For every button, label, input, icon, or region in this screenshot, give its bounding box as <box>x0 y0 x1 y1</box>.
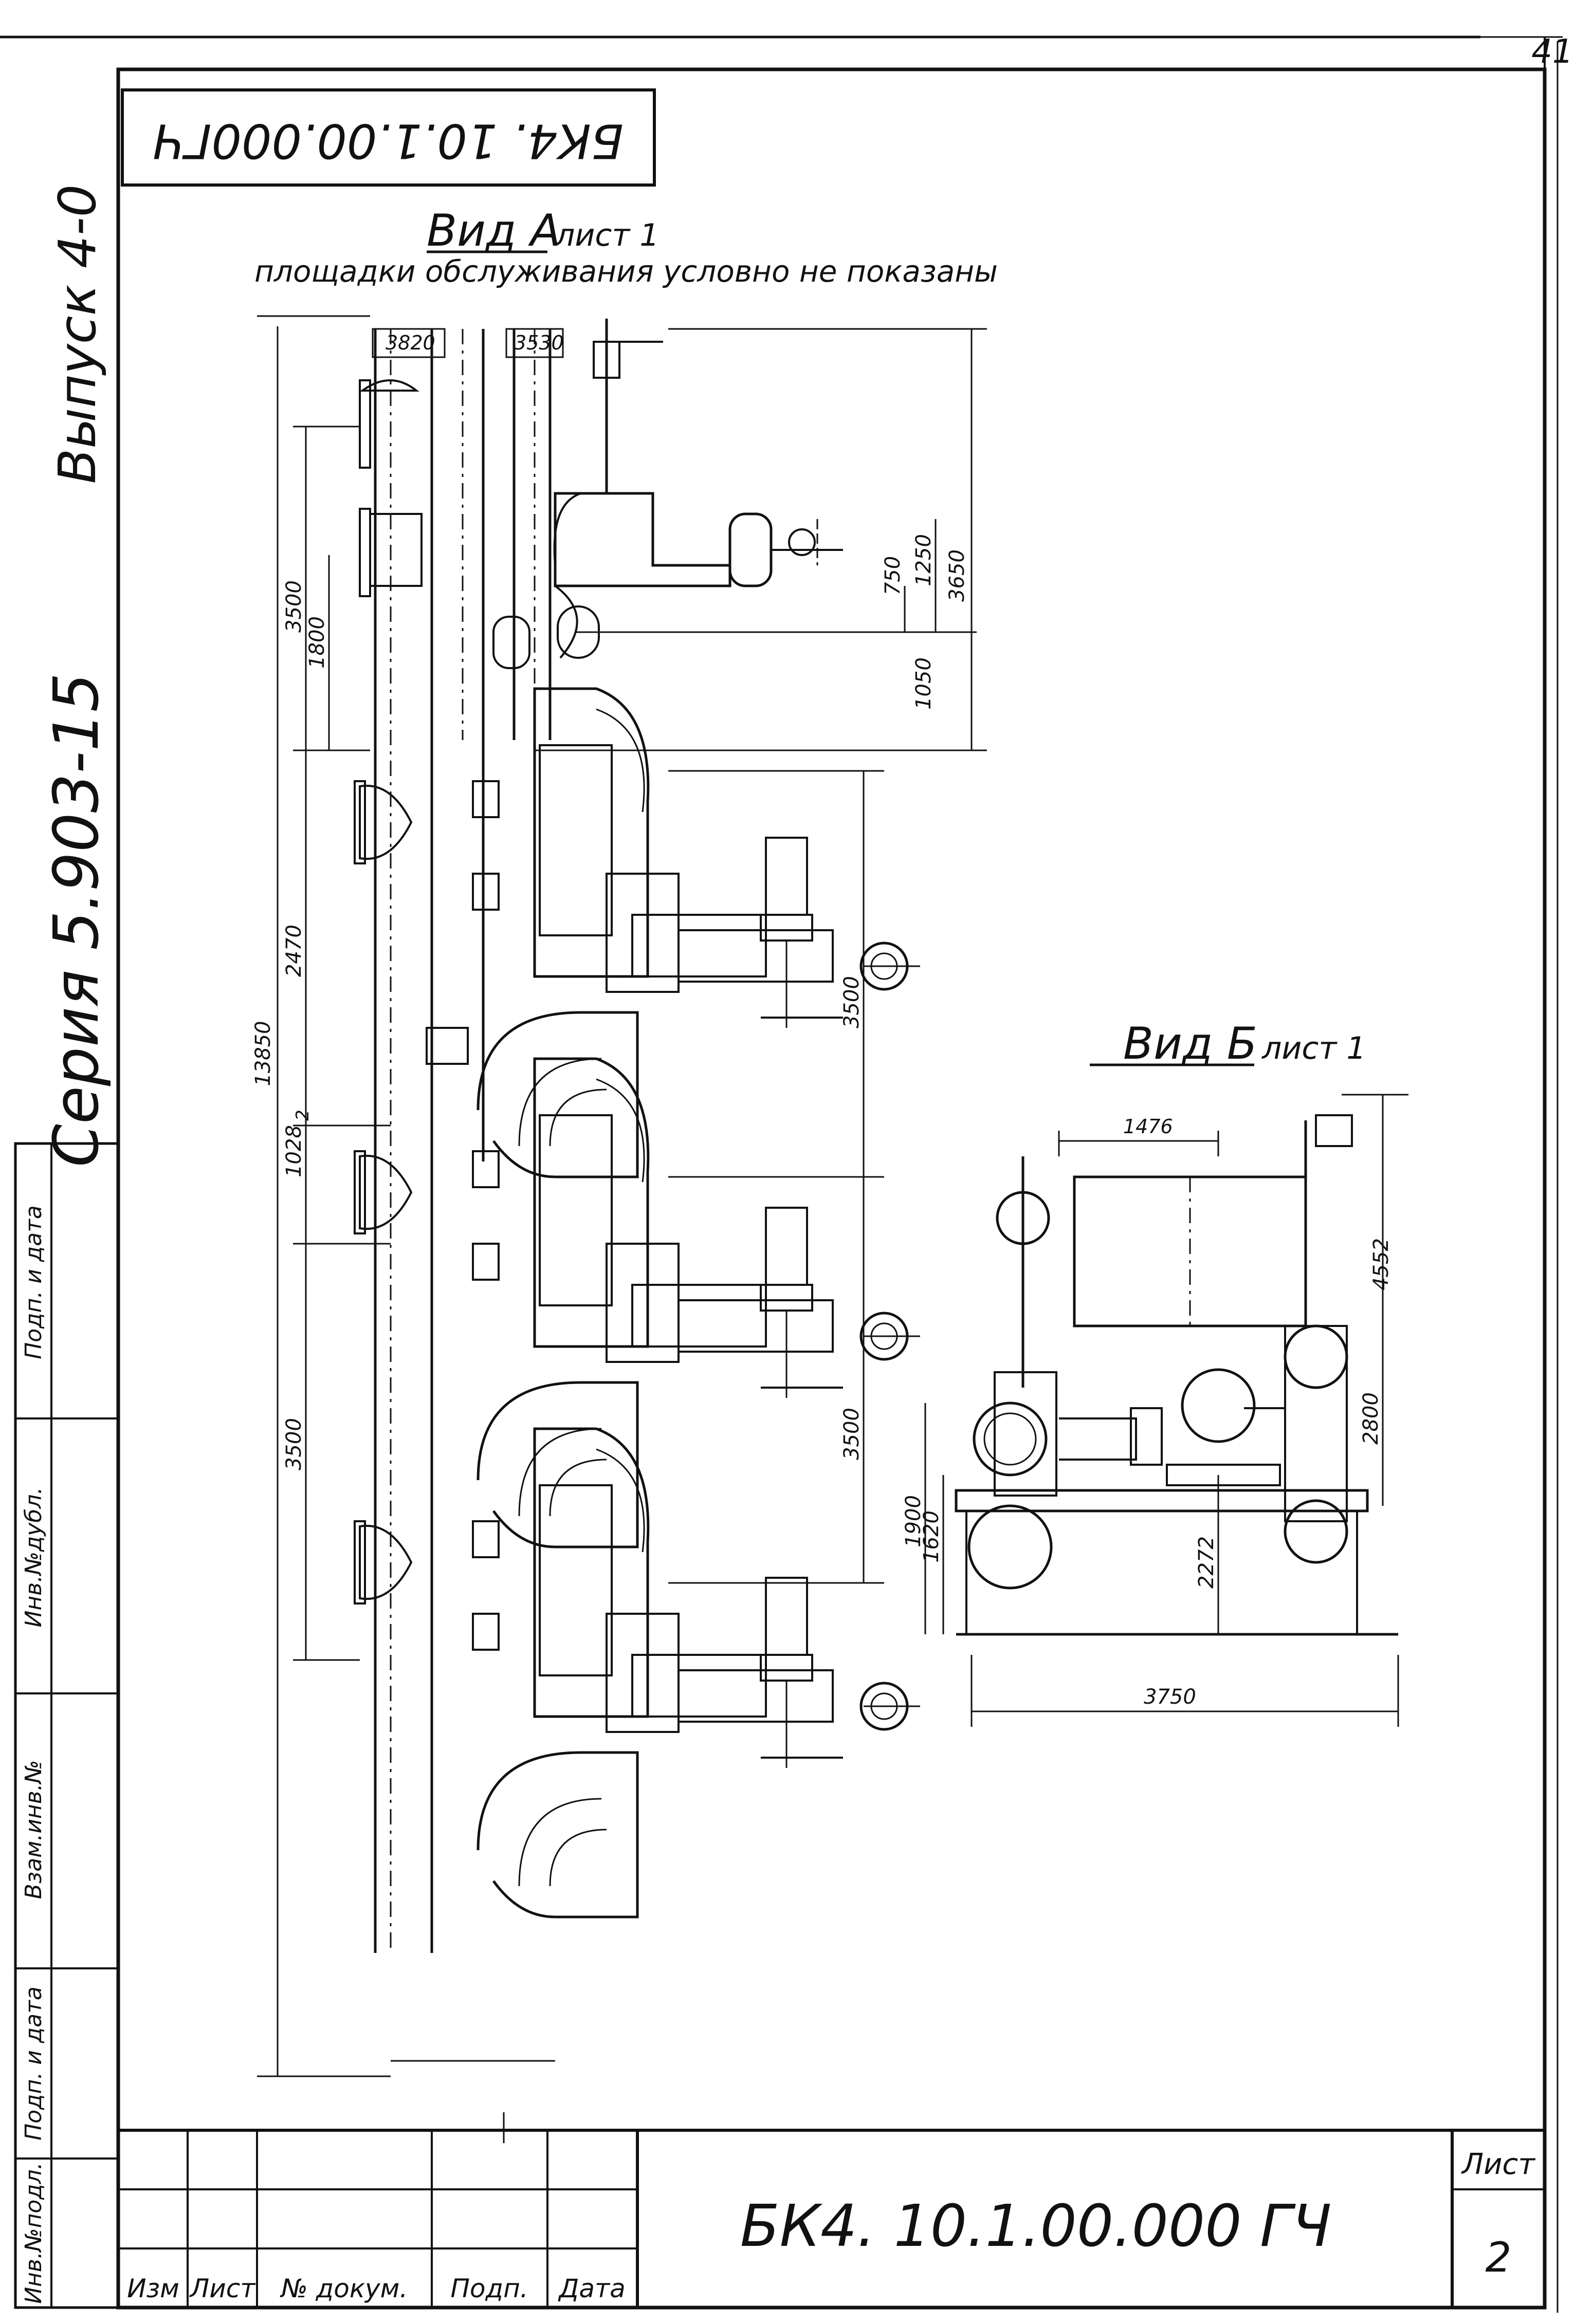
dim-1800: 1800 <box>305 616 329 669</box>
dim-750: 750 <box>881 556 905 595</box>
dim-3500-left: 3500 <box>282 1418 306 1470</box>
doc-number: БК4. 10.1.00.000 ГЧ <box>740 2193 1331 2260</box>
dim-4552: 4552 <box>1369 1238 1393 1290</box>
sheet-number: 2 <box>1486 2234 1512 2281</box>
dim-1620: 1620 <box>920 1510 943 1563</box>
dim-1250: 1250 <box>912 534 936 586</box>
strip-inv-no: Инв.№подл. <box>21 2162 47 2304</box>
view-a-note: площадки обслуживания условно не показан… <box>254 254 998 289</box>
strip-sign-date-2: Подп. и дата <box>21 1205 47 1359</box>
pump-unit-3 <box>354 1427 920 1919</box>
dim-3500-right-2: 3500 <box>840 1408 864 1460</box>
dim-2: 2 <box>292 1110 313 1121</box>
col-list: Лист <box>189 2274 257 2303</box>
col-doc: № докум. <box>280 2274 408 2303</box>
pump-unit-1 <box>354 687 920 1178</box>
dim-2470: 2470 <box>282 925 306 977</box>
view-a-sheet-ref: лист 1 <box>555 217 660 253</box>
dim-3500-top: 3500 <box>282 580 306 633</box>
pump-unit-2 <box>354 1057 920 1548</box>
sheet-label: Лист <box>1461 2148 1535 2181</box>
dim-1050: 1050 <box>912 657 936 710</box>
sheet-frame <box>0 35 1563 2313</box>
strip-inv-dup: Инв.№дубл. <box>21 1487 47 1627</box>
col-izm: Изм <box>127 2274 179 2303</box>
col-sign: Подп. <box>450 2274 528 2303</box>
dim-2800: 2800 <box>1359 1392 1383 1445</box>
title-block <box>118 2129 1545 2308</box>
page-number: 41 <box>1531 33 1573 71</box>
view-b-title: Вид Б <box>1123 1018 1257 1069</box>
strip-replaces: Взам.инв.№ <box>21 1760 47 1899</box>
dim-2272: 2272 <box>1195 1536 1218 1589</box>
view-b-sheet-ref: лист 1 <box>1261 1030 1366 1066</box>
view-a-drawing <box>257 315 987 2143</box>
dim-1900: 1900 <box>902 1495 925 1547</box>
side-issue-label: Выпуск 4-0 <box>47 185 107 484</box>
left-binding-strip <box>14 1142 120 2309</box>
dim-3820: 3820 <box>386 331 435 354</box>
col-date: Дата <box>558 2274 625 2303</box>
top-stamp: БК4. 10.1.00.000ГЧ <box>121 88 656 187</box>
view-a-title: Вид А <box>427 205 561 256</box>
dim-1028: 1028 <box>282 1125 306 1177</box>
dim-13850: 13850 <box>251 1021 275 1086</box>
dim-3750: 3750 <box>1144 1685 1196 1709</box>
dim-3530: 3530 <box>514 331 564 354</box>
side-series-label: Серия 5.903-15 <box>41 673 113 1167</box>
top-stamp-text: БК4. 10.1.00.000ГЧ <box>153 114 624 169</box>
dim-3500-right-1: 3500 <box>840 976 864 1028</box>
dim-1476: 1476 <box>1123 1115 1173 1138</box>
strip-sign-date: Подп. и дата <box>21 1986 47 2141</box>
view-b-drawing <box>924 1094 1408 1727</box>
dim-3650: 3650 <box>945 549 969 602</box>
